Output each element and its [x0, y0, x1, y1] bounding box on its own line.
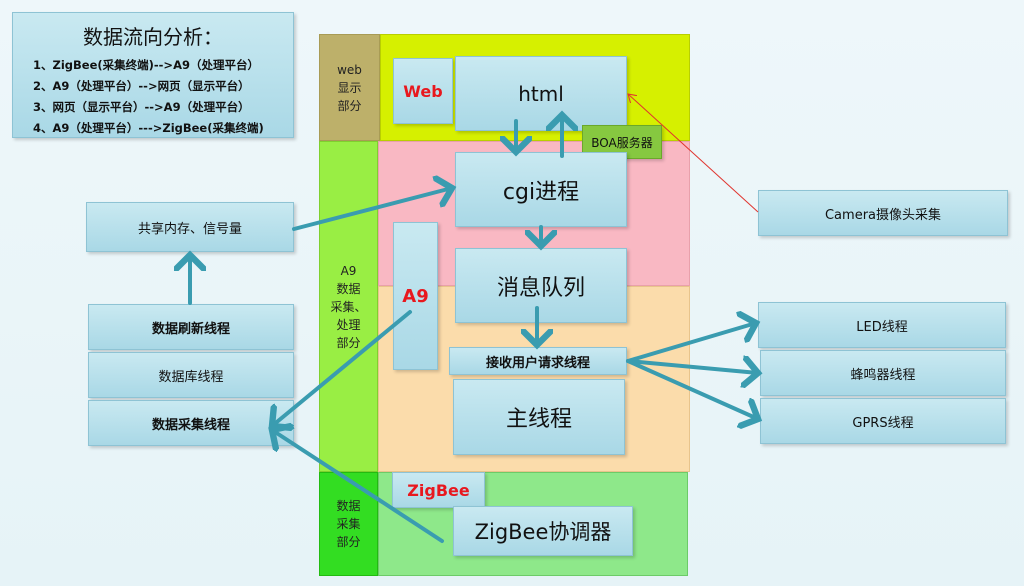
html-box: html — [455, 56, 627, 131]
collect-zone-label: 数据 采集 部分 — [319, 472, 378, 576]
a9-zone-label: A9 数据 采集、 处理 部分 — [319, 141, 378, 472]
gprs-thread-box: GPRS线程 — [760, 398, 1006, 444]
message-queue-box: 消息队列 — [455, 248, 627, 323]
collect-label: 数据采集线程 — [151, 417, 230, 433]
a9-box: A9 — [393, 222, 438, 370]
html-label: html — [518, 81, 564, 106]
zigbee-box: ZigBee — [392, 472, 485, 508]
coordinator-label: ZigBee协调器 — [474, 520, 612, 544]
a9-label: A9 — [402, 285, 429, 307]
database-thread-box: 数据库线程 — [88, 352, 294, 398]
mq-label: 消息队列 — [496, 275, 585, 301]
web-box: Web — [393, 58, 453, 124]
receive-request-thread-box: 接收用户请求线程 — [449, 347, 627, 375]
refresh-label: 数据刷新线程 — [151, 321, 230, 337]
boa-label: BOA服务器 — [591, 135, 653, 150]
camera-box: Camera摄像头采集 — [758, 190, 1008, 236]
legend-item: 4、A9（处理平台）--->ZigBee(采集终端) — [33, 121, 264, 135]
legend-item: 2、A9（处理平台）-->网页（显示平台） — [33, 79, 250, 93]
main-thread-box: 主线程 — [453, 379, 625, 455]
cgi-box: cgi进程 — [455, 152, 627, 227]
gprs-label: GPRS线程 — [852, 415, 914, 431]
legend-panel: 数据流向分析： 1、ZigBee(采集终端)-->A9（处理平台） 2、A9（处… — [12, 12, 294, 138]
shared-memory-box: 共享内存、信号量 — [86, 202, 294, 252]
legend-item: 1、ZigBee(采集终端)-->A9（处理平台） — [33, 58, 259, 72]
shm-label: 共享内存、信号量 — [137, 221, 242, 237]
data-collect-thread-box: 数据采集线程 — [88, 400, 294, 446]
legend-item: 3、网页（显示平台）-->A9（处理平台） — [33, 100, 250, 114]
legend-title: 数据流向分析： — [83, 25, 223, 49]
camera-label: Camera摄像头采集 — [824, 207, 942, 223]
web-zone-label: web 显示 部分 — [319, 34, 380, 141]
db-label: 数据库线程 — [158, 369, 224, 385]
recv-label: 接收用户请求线程 — [485, 355, 590, 371]
led-label: LED线程 — [856, 319, 908, 335]
led-thread-box: LED线程 — [758, 302, 1006, 348]
zigbee-coordinator-box: ZigBee协调器 — [453, 506, 633, 556]
cgi-label: cgi进程 — [502, 179, 580, 205]
web-label: Web — [403, 81, 443, 101]
buzzer-label: 蜂鸣器线程 — [850, 367, 916, 383]
legend-list: 1、ZigBee(采集终端)-->A9（处理平台） 2、A9（处理平台）-->网… — [33, 55, 264, 139]
zigbee-label: ZigBee — [407, 480, 470, 500]
buzzer-thread-box: 蜂鸣器线程 — [760, 350, 1006, 396]
data-refresh-thread-box: 数据刷新线程 — [88, 304, 294, 350]
main-label: 主线程 — [505, 407, 572, 432]
